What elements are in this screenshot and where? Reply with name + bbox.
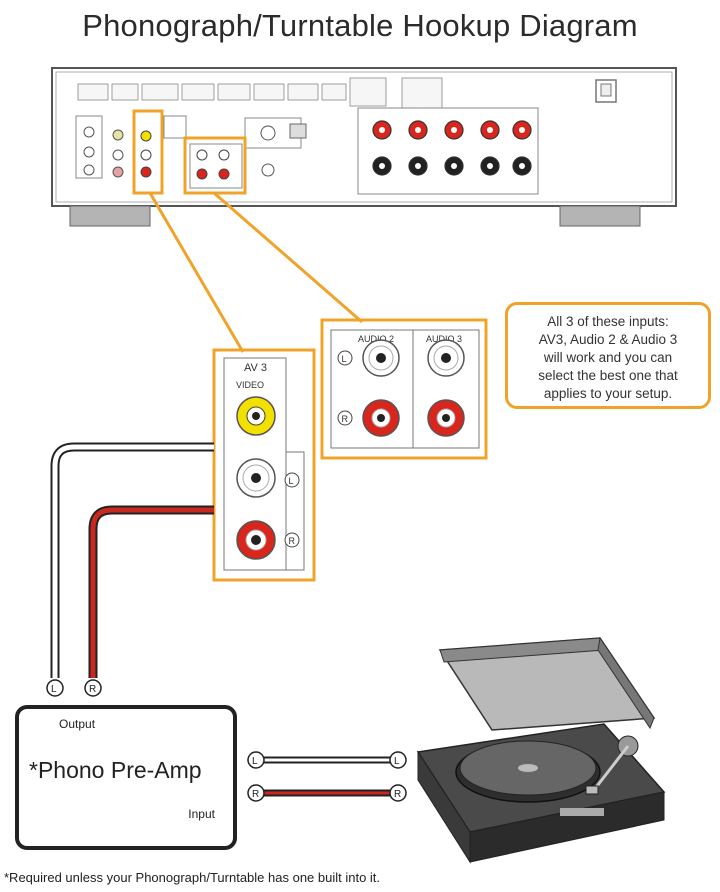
audio23-panel: AUDIO 2 AUDIO 3 L R	[320, 318, 488, 460]
audio2-left-marker: L	[342, 354, 347, 364]
callout-line: AV3, Audio 2 & Audio 3	[538, 332, 678, 347]
phono-preamp-box: Output *Phono Pre-Amp Input	[15, 705, 237, 850]
input-left-marker-b: L	[394, 756, 400, 767]
page-title: Phonograph/Turntable Hookup Diagram	[82, 8, 638, 43]
preamp-input-label: Input	[188, 807, 215, 821]
audio3-label: AUDIO 3	[426, 334, 462, 344]
preamp-output-label: Output	[59, 717, 96, 731]
preamp-output-connectors: L R	[46, 679, 102, 697]
audio2-right-marker: R	[342, 414, 349, 424]
input-right-marker-b: R	[394, 789, 401, 800]
callout-line: applies to your setup.	[543, 386, 673, 401]
preamp-output-left-marker: L	[51, 684, 57, 695]
av3-right-marker: R	[289, 536, 296, 546]
leader-lines	[148, 191, 363, 353]
receiver-back-panel	[51, 67, 677, 227]
turntable-illustration	[416, 636, 666, 864]
input-right-marker-a: R	[252, 789, 259, 800]
av3-left-marker: L	[289, 476, 294, 486]
footnote: *Required unless your Phonograph/Turntab…	[4, 870, 381, 885]
input-left-marker-a: L	[252, 756, 258, 767]
audio2-label: AUDIO 2	[358, 334, 394, 344]
av3-video-label: VIDEO	[236, 380, 264, 390]
turntable-cables: L L R R	[247, 751, 407, 802]
preamp-name: *Phono Pre-Amp	[29, 757, 202, 783]
av3-cables	[50, 442, 214, 678]
callout-line: All 3 of these inputs:	[547, 314, 669, 329]
av3-panel: AV 3 VIDEO L R	[212, 348, 316, 582]
preamp-output-right-marker: R	[89, 684, 96, 695]
inputs-callout: All 3 of these inputs: AV3, Audio 2 & Au…	[505, 302, 711, 409]
callout-line: will work and you can	[543, 350, 673, 365]
callout-line: select the best one that	[538, 368, 678, 383]
av3-label: AV 3	[244, 362, 267, 374]
